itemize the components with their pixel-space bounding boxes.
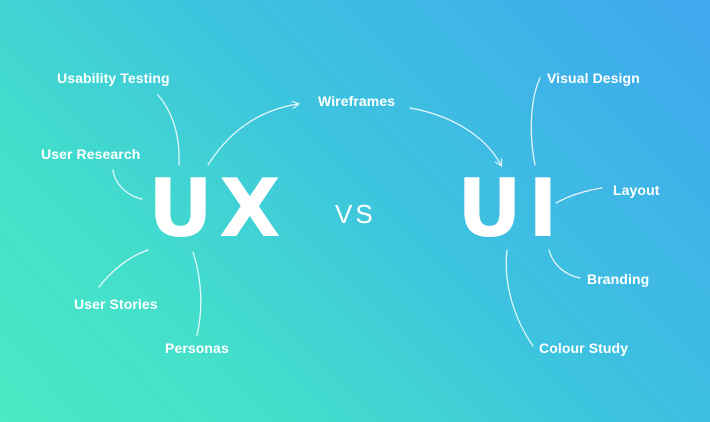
line-branding <box>548 249 581 279</box>
line-layout <box>555 187 603 204</box>
arrow-wireframes-to-ui <box>409 107 501 165</box>
label-usability-testing: Usability Testing <box>57 70 170 86</box>
label-user-stories: User Stories <box>74 296 158 312</box>
label-layout: Layout <box>613 182 660 198</box>
line-user-research <box>112 169 143 200</box>
vs-label: VS <box>335 199 376 229</box>
label-wireframes: Wireframes <box>318 93 396 109</box>
line-usability-testing <box>157 94 180 166</box>
arrow-ux-to-wireframes <box>207 104 298 166</box>
line-visual-design <box>530 77 541 166</box>
label-user-research: User Research <box>41 146 141 162</box>
label-personas: Personas <box>165 340 229 356</box>
label-visual-design: Visual Design <box>547 70 640 86</box>
ui-title: UI <box>457 162 564 255</box>
label-colour-study: Colour Study <box>539 340 629 356</box>
line-personas <box>192 251 202 336</box>
line-colour-study <box>505 249 534 347</box>
line-user-stories <box>98 249 149 288</box>
label-branding: Branding <box>587 271 650 287</box>
ux-title: UX <box>148 162 287 255</box>
